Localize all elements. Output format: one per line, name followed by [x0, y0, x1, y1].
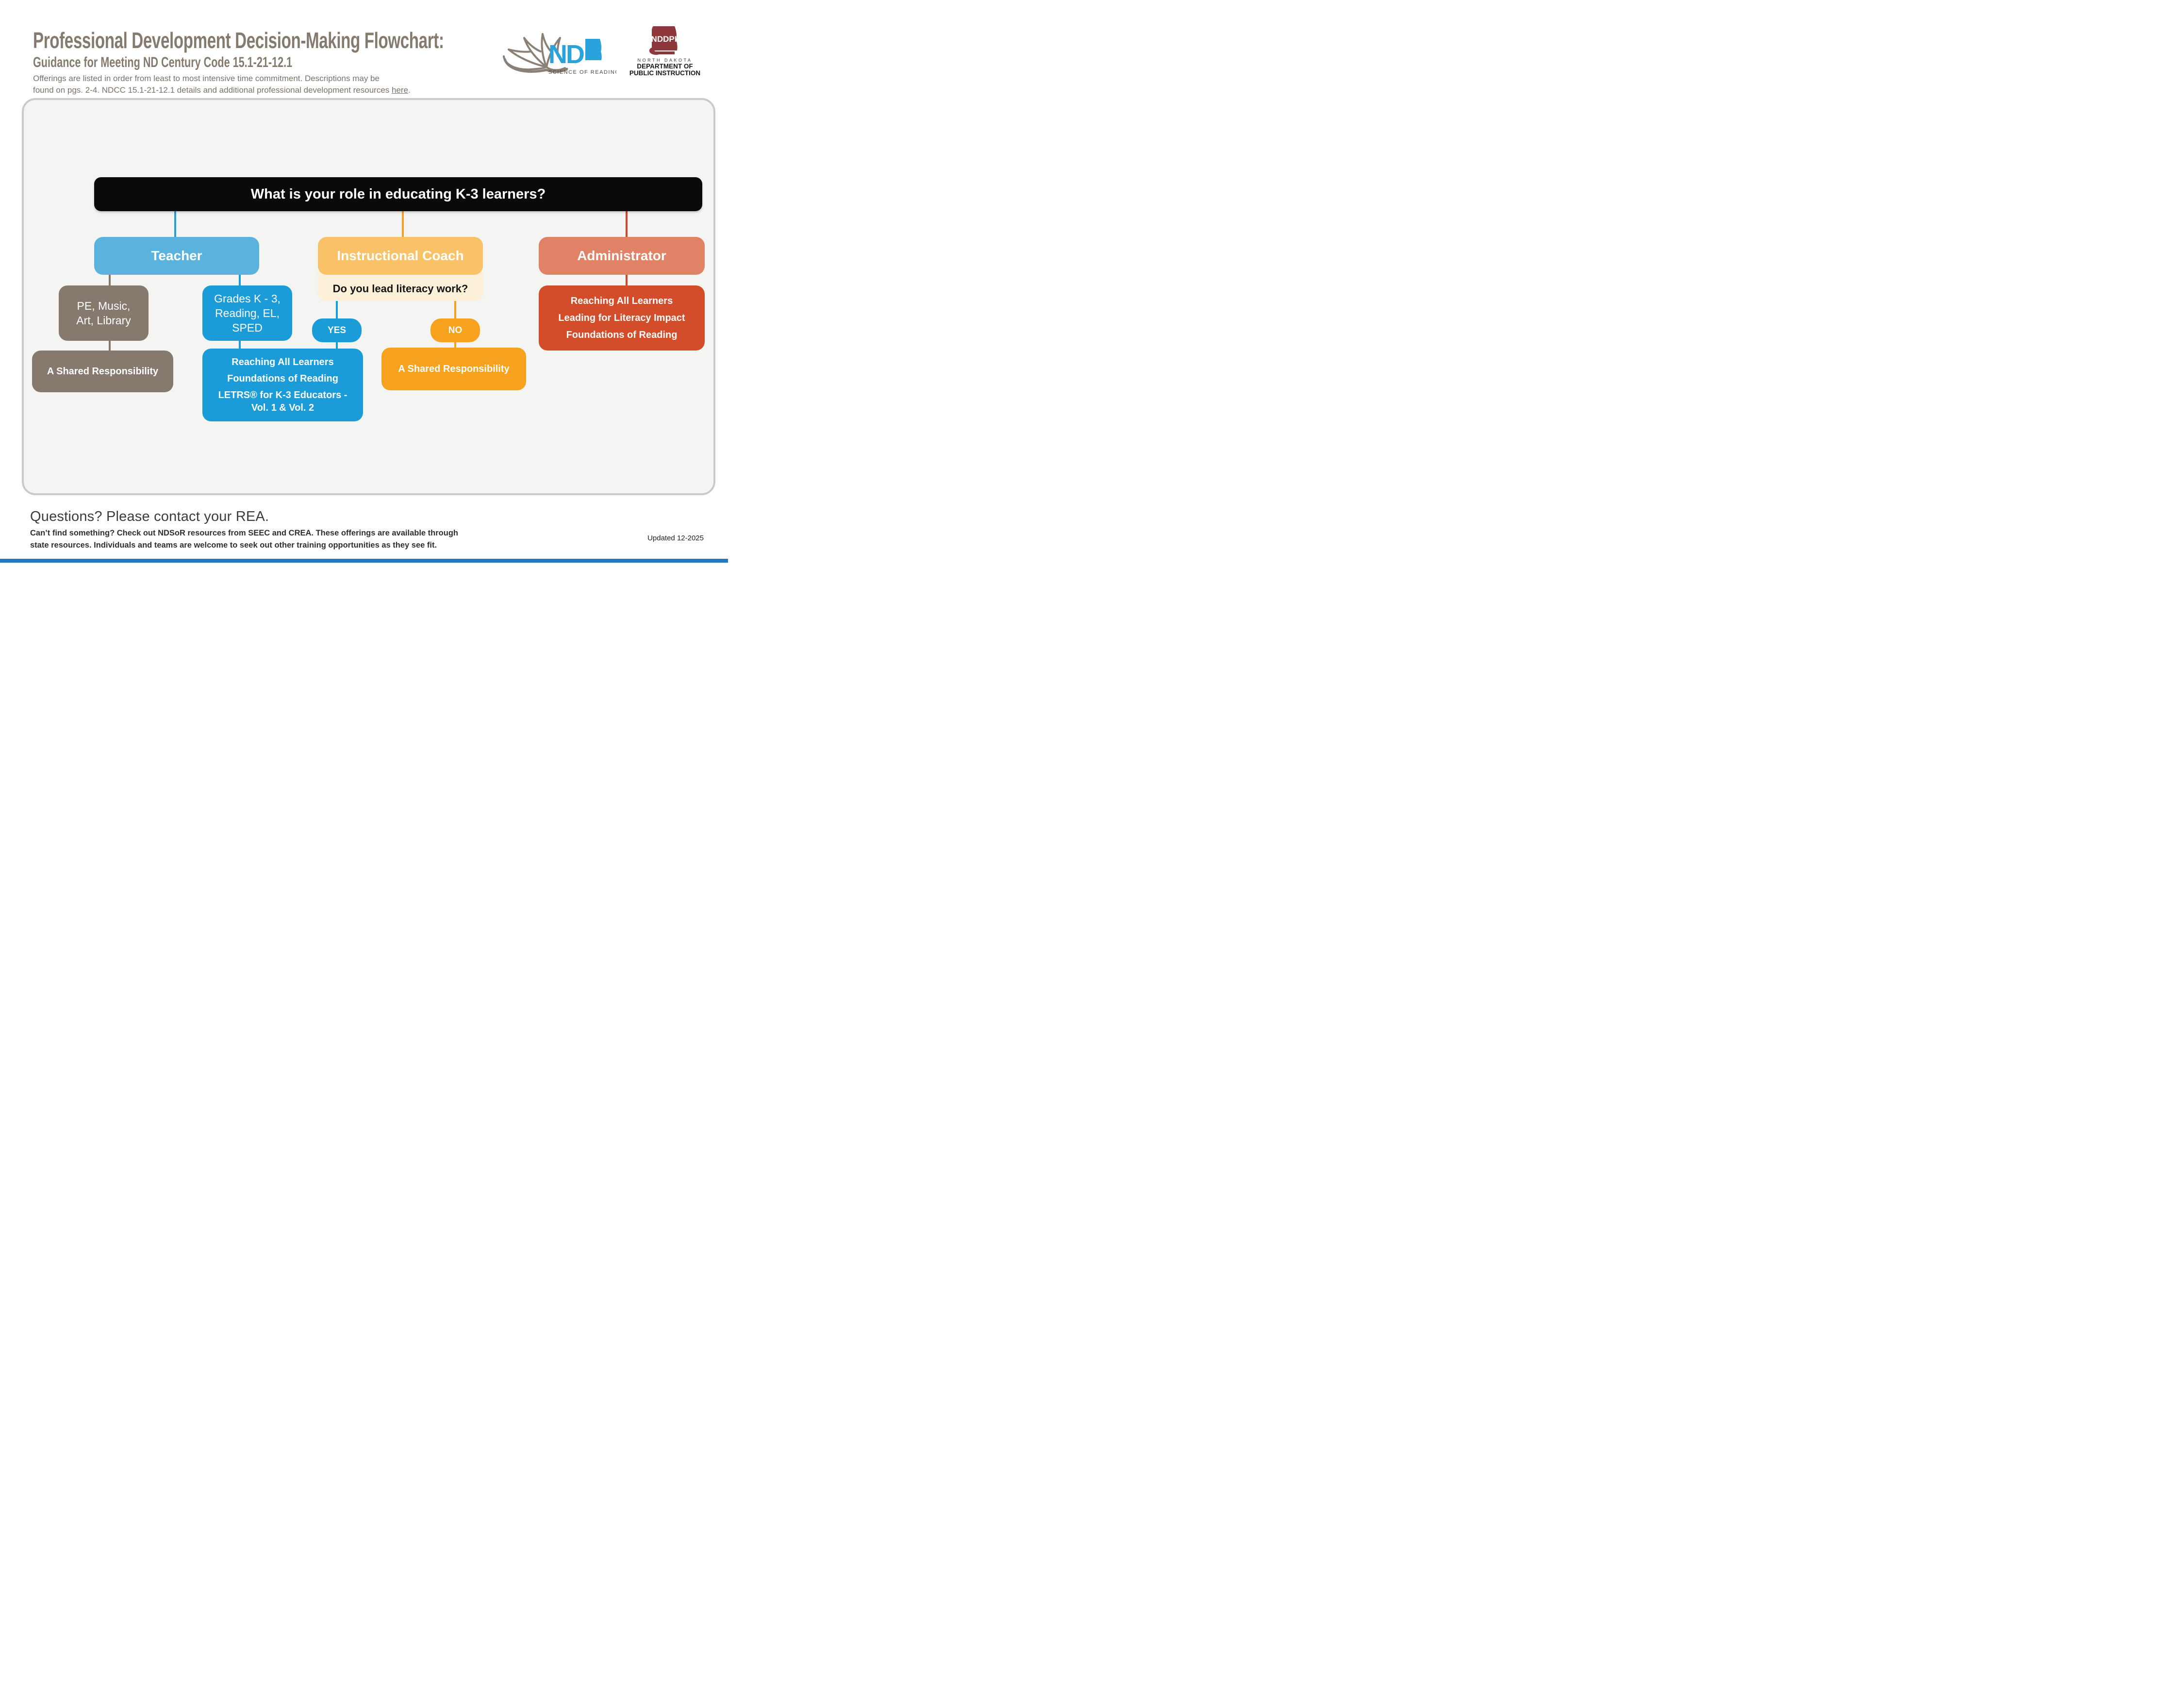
admin-result-item2: Leading for Literacy Impact [558, 313, 685, 323]
description-line2: found on pgs. 2-4. NDCC 15.1-21-12.1 det… [33, 85, 392, 95]
no-pill: NO [430, 318, 480, 342]
administrator-label: Administrator [577, 248, 666, 263]
root-question-box: What is your role in educating K-3 learn… [94, 177, 702, 211]
footer-body-line1: Can’t find something? Check out NDSoR re… [30, 529, 458, 537]
admin-result-item1: Reaching All Learners [570, 296, 673, 306]
k3-result-item2: Foundations of Reading [227, 373, 338, 384]
k3-result-box: Reaching All Learners Foundations of Rea… [202, 349, 363, 421]
k3-line1: Grades K - 3, [214, 292, 281, 305]
footer-body-line2: state resources. Individuals and teams a… [30, 541, 437, 550]
updated-date: Updated 12-2025 [647, 534, 704, 542]
connector-no-result [454, 342, 456, 348]
k3-result-item3: LETRS® for K-3 Educators - Vol. 1 & Vol.… [218, 390, 347, 413]
connector-question-yes [336, 301, 338, 318]
nd-letters: ND [548, 40, 584, 69]
teacher-box: Teacher [94, 237, 259, 275]
specials-result-box: A Shared Responsibility [32, 351, 173, 392]
connector-root-admin [626, 211, 628, 237]
page-title: Professional Development Decision-Making… [33, 28, 444, 53]
coach-label: Instructional Coach [337, 248, 464, 263]
no-label: NO [448, 325, 463, 335]
nddpi-book-icon: NDDPI NORTH DAKOTA DEPARTMENT OF PUBLIC … [629, 26, 700, 77]
specials-text: PE, Music, Art, Library [76, 299, 131, 328]
yes-pill: YES [312, 318, 362, 342]
connector-teacher-k3 [239, 275, 241, 285]
page: Professional Development Decision-Making… [0, 0, 728, 563]
connector-k3-result [239, 341, 241, 349]
north-dakota-state-icon [585, 39, 602, 60]
instructional-coach-box: Instructional Coach [318, 237, 483, 275]
grades-k3-text: Grades K - 3, Reading, EL, SPED [214, 291, 281, 335]
nddpi-acronym: NDDPI [651, 34, 677, 44]
page-description: Offerings are listed in order from least… [33, 73, 411, 96]
nd-science-of-reading-logo: ND SCIENCE OF READING [500, 28, 619, 79]
k3-line2: Reading, EL, [215, 307, 280, 319]
grades-k3-box: Grades K - 3, Reading, EL, SPED [202, 285, 292, 341]
no-result-label: A Shared Responsibility [398, 363, 510, 374]
admin-result-box: Reaching All Learners Leading for Litera… [539, 285, 705, 351]
nddpi-logo: NDDPI NORTH DAKOTA DEPARTMENT OF PUBLIC … [626, 23, 704, 77]
nddpi-region: NORTH DAKOTA [638, 58, 693, 63]
connector-yes-result [336, 342, 338, 349]
k3-line3: SPED [232, 321, 263, 334]
root-question-label: What is your role in educating K-3 learn… [250, 186, 546, 202]
specials-line1: PE, Music, [77, 300, 131, 312]
yes-label: YES [327, 325, 347, 335]
nddpi-dept-line1: DEPARTMENT OF [637, 63, 693, 70]
specials-line2: Art, Library [76, 314, 131, 327]
page-subtitle: Guidance for Meeting ND Century Code 15.… [33, 54, 293, 70]
footer-body: Can’t find something? Check out NDSoR re… [30, 527, 458, 552]
literacy-question-label: Do you lead literacy work? [332, 283, 468, 295]
no-result-box: A Shared Responsibility [381, 348, 526, 390]
open-book-icon: ND SCIENCE OF READING [503, 33, 619, 75]
connector-teacher-specials [109, 275, 111, 285]
connector-admin-result [626, 275, 628, 285]
connector-root-teacher [174, 211, 176, 237]
connector-root-coach [402, 211, 404, 237]
description-line1: Offerings are listed in order from least… [33, 74, 380, 83]
footer-heading: Questions? Please contact your REA. [30, 509, 269, 524]
sor-caption: SCIENCE OF READING [548, 69, 616, 75]
admin-result-item3: Foundations of Reading [566, 330, 678, 340]
here-link[interactable]: here [392, 85, 409, 95]
administrator-box: Administrator [539, 237, 705, 275]
specials-box: PE, Music, Art, Library [59, 285, 149, 341]
teacher-label: Teacher [151, 248, 202, 263]
specials-result-label: A Shared Responsibility [47, 366, 159, 377]
description-period: . [408, 85, 411, 95]
connector-specials-result [109, 341, 111, 351]
bottom-accent-bar [0, 559, 728, 563]
nddpi-dept-line2: PUBLIC INSTRUCTION [629, 69, 700, 77]
k3-result-item1: Reaching All Learners [232, 357, 334, 368]
connector-question-no [454, 301, 456, 318]
